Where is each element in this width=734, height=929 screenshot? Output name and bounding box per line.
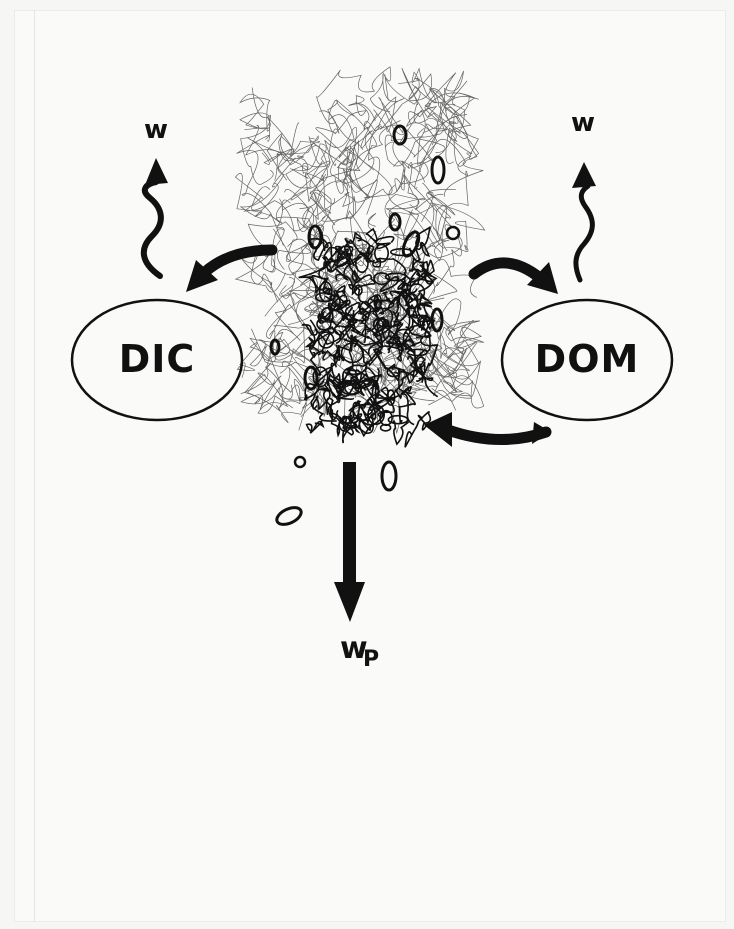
scribble-stroke [328, 100, 354, 140]
particle [305, 367, 317, 389]
particle [447, 227, 459, 239]
particle [432, 309, 442, 331]
scribble-stroke [240, 94, 294, 152]
particle [432, 157, 444, 183]
sinking-arrow [334, 462, 365, 622]
sinking-arrow-shaft [343, 462, 356, 586]
particle [382, 462, 396, 490]
wavy-arrow-dic-up [144, 158, 168, 276]
aggregate-core [299, 228, 438, 448]
scribble-stroke [241, 88, 274, 185]
dic-node: DIC [72, 300, 242, 420]
scribble-stroke [405, 412, 430, 447]
scribble-stroke [303, 320, 317, 347]
wp-label-subscript: P [363, 647, 379, 672]
scribble-stroke [242, 254, 278, 302]
scribble-stroke [297, 181, 404, 239]
w-label-right: w [571, 108, 595, 138]
particle [274, 504, 303, 528]
scribble-stroke [307, 421, 324, 433]
arrow-dom-to-aggregate [424, 412, 551, 447]
dic-label: DIC [119, 337, 196, 381]
dom-label: DOM [535, 337, 640, 381]
sinking-arrow-head [334, 582, 365, 622]
arrow-aggregate-to-dom [474, 262, 558, 294]
particle [295, 457, 305, 467]
arrow-aggregate-to-dic [186, 250, 272, 292]
scribble-stroke [436, 299, 484, 354]
wavy-arrow-dom-up [572, 162, 596, 280]
scribble-stroke [325, 127, 393, 198]
scribble-stroke [263, 199, 284, 272]
aggregate-particle [235, 67, 484, 448]
w-label-left: w [144, 115, 168, 145]
dom-node: DOM [502, 300, 672, 420]
scribble-stroke [402, 161, 444, 210]
scribble-stroke [406, 81, 470, 141]
wp-label: w P [340, 631, 379, 672]
scribble-stroke [422, 183, 456, 222]
